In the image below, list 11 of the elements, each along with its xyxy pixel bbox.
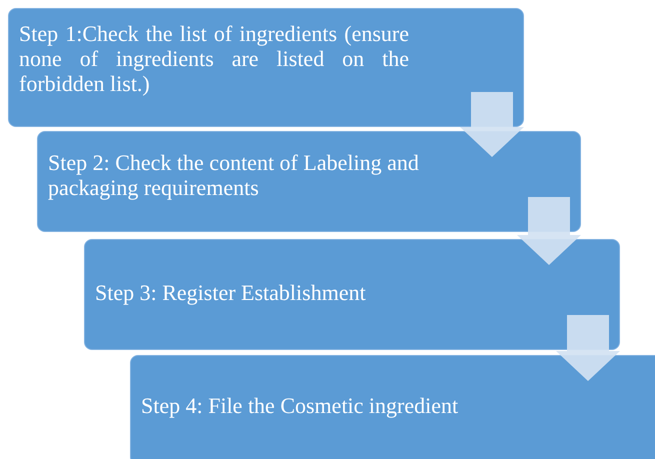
step-box bbox=[84, 239, 620, 350]
step-text: Step 3: Register Establishment bbox=[95, 280, 367, 305]
step-text: Step 1:Check the list of ingredients (ensure none of ingredients are listed on the forbidden list.) bbox=[19, 21, 409, 96]
step-text: Step 2: Check the content of Labeling and packaging requirements bbox=[48, 150, 420, 200]
step-box bbox=[37, 131, 581, 232]
step-box bbox=[8, 8, 524, 127]
down-arrow bbox=[517, 197, 581, 265]
step-text: Step 4: File the Cosmetic ingredient bbox=[141, 393, 460, 418]
down-arrow bbox=[556, 315, 620, 381]
step-box bbox=[130, 355, 655, 459]
down-arrow bbox=[460, 92, 524, 157]
